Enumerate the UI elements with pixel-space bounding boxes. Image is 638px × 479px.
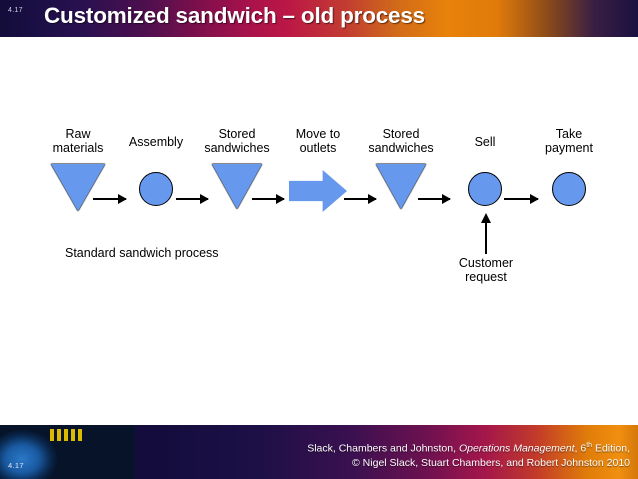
page-title: Customized sandwich – old process [44,3,425,28]
footer-slide-number: 4.17 [8,461,24,470]
node-label: Move to outlets [295,127,341,155]
node-take-payment[interactable]: Take payment [530,127,608,227]
standard-sandwich-process-caption: Standard sandwich process [65,246,219,260]
connector-assembly-to-stored1 [176,194,209,204]
inventory-triangle-icon [212,164,262,209]
node-stored-sandwiches-2[interactable]: Stored sandwiches [356,127,446,227]
node-raw-materials[interactable]: Raw materials [30,127,126,227]
node-label: Take payment [545,127,593,155]
node-assembly[interactable]: Assembly [110,127,202,227]
attribution-line-2: © Nigel Slack, Stuart Chambers, and Robe… [352,457,630,469]
connector-stored1-to-move [252,194,285,204]
crown-icon [50,429,84,441]
slide-footer-bar: 4.17 Slack, Chambers and Johnston, Opera… [0,425,638,479]
header-slide-number: 4.17 [8,7,23,14]
node-label: Stored sandwiches [368,127,434,155]
node-label: Assembly [128,135,184,149]
node-move-to-outlets[interactable]: Move to outlets [277,127,359,227]
attribution-line-1: Slack, Chambers and Johnston, Operations… [307,442,630,455]
slide-header-bar: 4.17 Customized sandwich – old process [0,0,638,37]
slide-body: Raw materials Assembly Stored sandwiches… [0,37,638,425]
node-label: Raw materials [52,127,104,155]
node-label: Stored sandwiches [204,127,270,155]
attribution-text: Slack, Chambers and Johnston, Operations… [307,439,630,471]
connector-customer-request-to-sell [481,213,491,254]
node-label: Sell [474,135,496,149]
connector-move-to-stored2 [344,194,377,204]
connector-stored2-to-sell [418,194,451,204]
inventory-triangle-icon [51,164,105,211]
connector-raw-to-assembly [93,194,127,204]
transport-block-arrow-icon [289,170,347,212]
hairdryers-photo [0,425,135,479]
inventory-triangle-icon [376,164,426,209]
node-sell[interactable]: Sell [448,127,522,227]
operation-circle-icon [468,172,502,206]
customer-request-label: Customer request [458,256,514,284]
operation-circle-icon [139,172,173,206]
connector-sell-to-take-payment [504,194,539,204]
node-stored-sandwiches-1[interactable]: Stored sandwiches [192,127,282,227]
operation-circle-icon [552,172,586,206]
